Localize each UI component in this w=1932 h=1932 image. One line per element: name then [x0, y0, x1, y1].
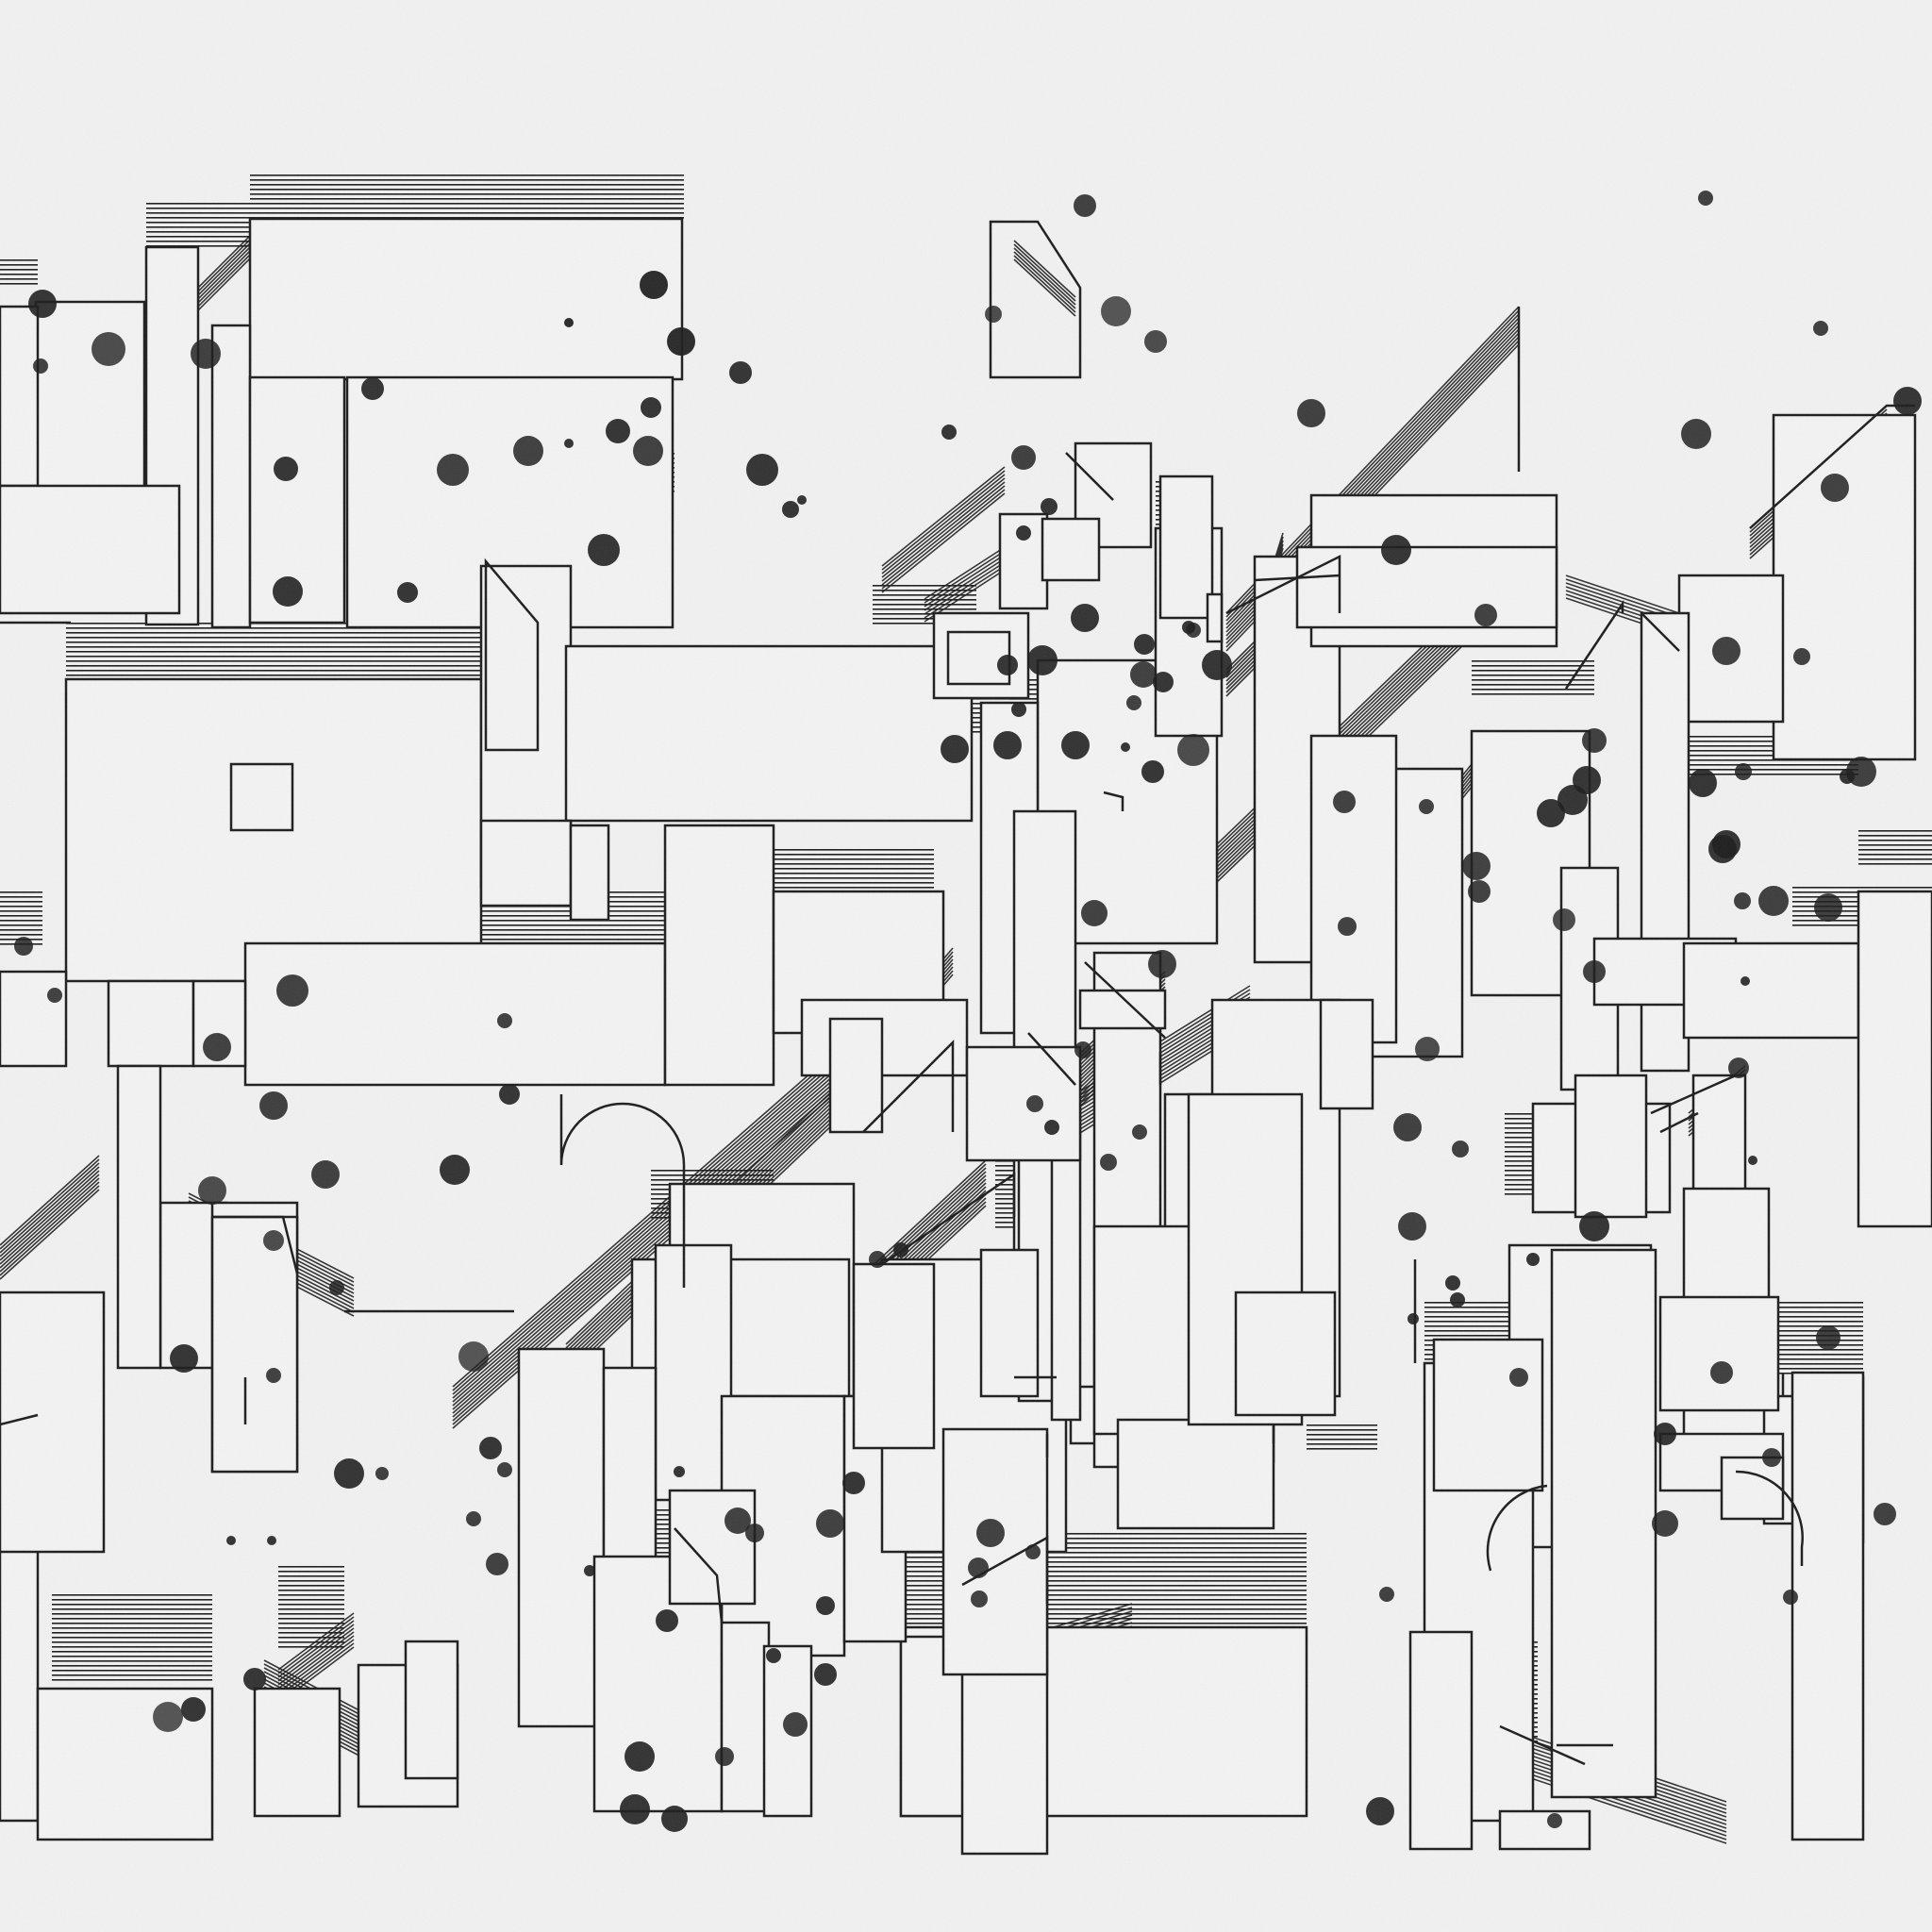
artwork-canvas [0, 0, 1932, 1932]
paper-grain [0, 0, 1932, 1932]
